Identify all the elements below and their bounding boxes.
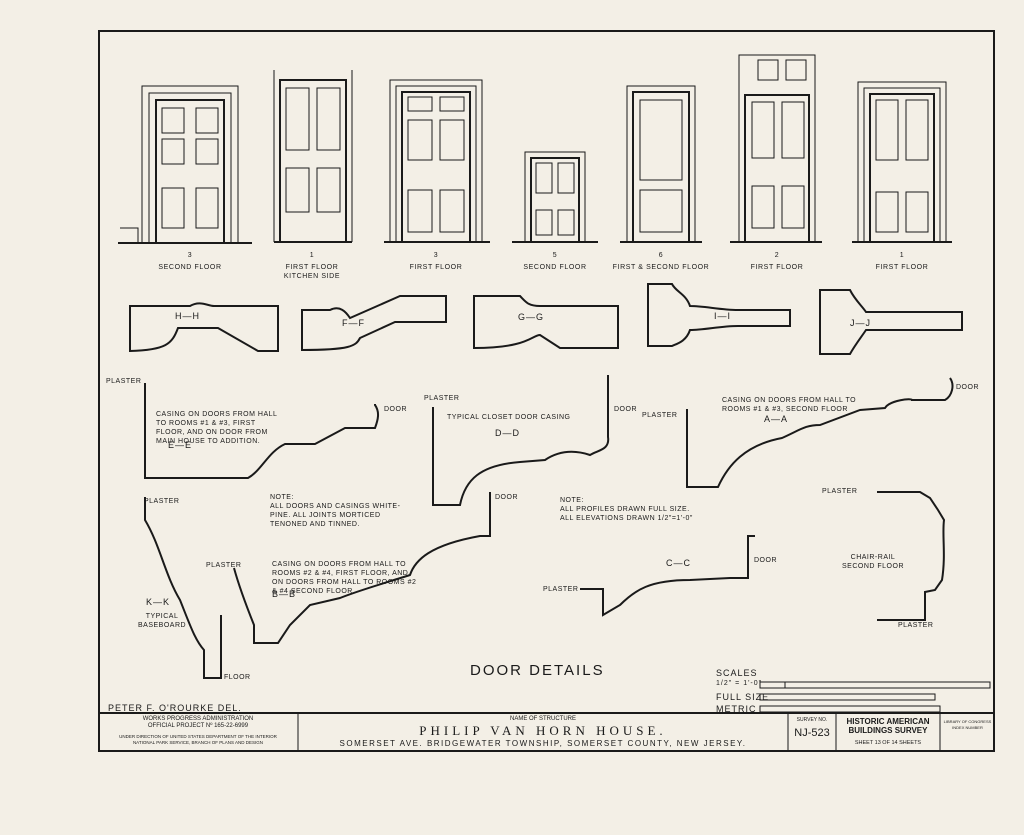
- door-elevation-7: [852, 81, 952, 243]
- survey-label: SURVEY NO.: [796, 717, 828, 723]
- door-label-5: 6: [658, 252, 664, 259]
- tag-door-bb: DOOR: [495, 494, 518, 501]
- sheet-number: SHEET 13 OF 14 SHEETS: [854, 740, 922, 746]
- door-caption-2: FIRST FLOOR: [285, 264, 339, 271]
- tag-plaster-ee: PLASTER: [106, 378, 142, 385]
- tag-door-ee: DOOR: [384, 406, 407, 413]
- section-label-kk: K—K: [146, 597, 171, 607]
- tag-plaster-kk: PLASTER: [144, 498, 180, 505]
- door-label-4: 5: [552, 252, 558, 259]
- section-label-hh: H—H: [175, 311, 200, 321]
- door-label-6: 2: [774, 252, 780, 259]
- scales-heading: SCALES: [716, 668, 758, 678]
- section-label-ff: F—F: [342, 318, 365, 328]
- tag-plaster-chair-bottom: PLASTER: [898, 622, 934, 629]
- tag-door-aa: DOOR: [956, 384, 979, 391]
- department-block: UNDER DIRECTION OF UNITED STATES DEPARTM…: [119, 734, 277, 745]
- door-label-3: 3: [433, 252, 439, 259]
- door-label-1: 3: [187, 252, 193, 259]
- title-block-lines: [98, 712, 995, 752]
- scale-full-size: FULL SIZE: [716, 692, 770, 702]
- name-label: NAME OF STRUCTURE: [510, 716, 576, 722]
- profile-e-e: [144, 383, 379, 479]
- door-caption-3: FIRST FLOOR: [409, 264, 463, 271]
- door-caption-5: FIRST & SECOND FLOOR: [612, 264, 710, 271]
- profile-chair-rail: [877, 491, 946, 621]
- structure-location: SOMERSET AVE. BRIDGEWATER TOWNSHIP, SOME…: [339, 739, 747, 748]
- door-elevation-3: [384, 79, 490, 243]
- tag-plaster-aa: PLASTER: [642, 412, 678, 419]
- delineator: PETER F. O'ROURKE DEL.: [108, 703, 242, 713]
- structure-name: PHILIP VAN HORN HOUSE.: [419, 723, 667, 738]
- door-label-7: 1: [899, 252, 905, 259]
- section-label-jj: J—J: [850, 318, 871, 328]
- section-label-ii: I—I: [714, 311, 732, 321]
- section-label-bb: B—B: [272, 589, 297, 599]
- door-elevation-4: [512, 151, 598, 243]
- section-label-gg: G—G: [518, 312, 545, 322]
- tag-floor-kk: FLOOR: [224, 674, 251, 681]
- section-label-aa: A—A: [764, 414, 789, 424]
- profile-b-b: [233, 492, 491, 644]
- profile-k-k: [144, 497, 222, 679]
- door-caption-4: SECOND FLOOR: [523, 264, 587, 271]
- drawing-title: DOOR DETAILS: [470, 662, 605, 679]
- door-elevation-5: [620, 85, 702, 243]
- profile-d-d: [432, 375, 610, 506]
- section-label-dd: D—D: [495, 428, 520, 438]
- tag-plaster-dd: PLASTER: [424, 395, 460, 402]
- door-elevation-6: [730, 54, 822, 243]
- profile-a-a: [686, 377, 954, 488]
- door-caption-7: FIRST FLOOR: [875, 264, 929, 271]
- door-caption-2b: KITCHEN SIDE: [283, 273, 341, 280]
- section-label-cc: C—C: [666, 558, 691, 568]
- sheet-border: [98, 30, 995, 752]
- survey-number: NJ-523: [794, 727, 830, 739]
- tag-plaster-bb: PLASTER: [206, 562, 242, 569]
- tag-door-cc: DOOR: [754, 557, 777, 564]
- door-elevation-2: [273, 70, 353, 243]
- scale-metric: METRIC: [716, 704, 757, 714]
- door-caption-1: SECOND FLOOR: [158, 264, 222, 271]
- tag-plaster-cc: PLASTER: [543, 586, 579, 593]
- tag-door-dd: DOOR: [614, 406, 637, 413]
- scale-half-inch: 1/2" = 1'-0": [716, 680, 763, 687]
- note-dd: TYPICAL CLOSET DOOR CASING: [447, 414, 571, 421]
- profile-c-c: [580, 535, 755, 617]
- scale-bars: [759, 681, 991, 713]
- tag-plaster-chair-top: PLASTER: [822, 488, 858, 495]
- door-caption-6: FIRST FLOOR: [750, 264, 804, 271]
- note-general: NOTE:ALL DOORS AND CASINGS WHITE-PINE. A…: [270, 494, 401, 528]
- section-label-ee: E—E: [168, 440, 193, 450]
- door-label-2: 1: [309, 252, 315, 259]
- section-profiles: [129, 283, 963, 355]
- door-elevation-1: [118, 85, 252, 244]
- note-profiles: NOTE:ALL PROFILES DRAWN FULL SIZE.ALL EL…: [560, 497, 693, 522]
